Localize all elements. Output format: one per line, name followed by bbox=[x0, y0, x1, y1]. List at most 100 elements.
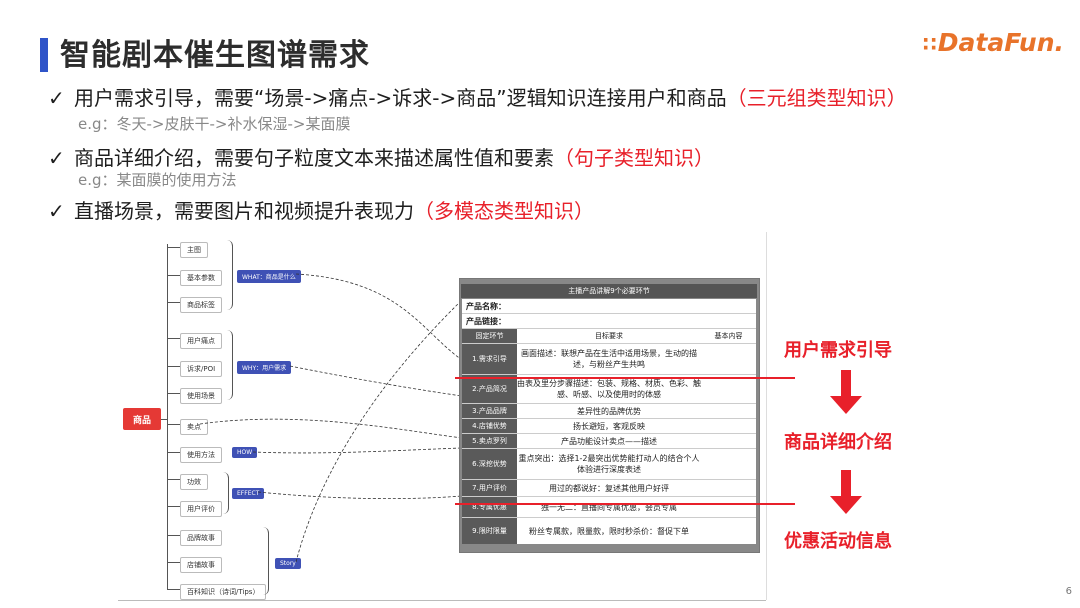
branch-line bbox=[167, 479, 180, 480]
node-use-scene: 使用场景 bbox=[180, 388, 222, 404]
row-req: 由表及里分步骤描述：包装、规格、材质、色彩、触感、听感、以及使用时的体感 bbox=[517, 379, 701, 399]
tag-effect: EFFECT bbox=[232, 488, 265, 499]
row-step: 6.深挖优势 bbox=[462, 449, 517, 479]
product-link-row: 产品链接： bbox=[462, 314, 756, 329]
branch-line bbox=[167, 562, 180, 563]
table-col-headers: 固定环节 目标要求 基本内容 bbox=[462, 329, 756, 344]
label-product-detail: 商品详细介绍 bbox=[784, 432, 892, 453]
separator-line-2 bbox=[455, 503, 795, 505]
branch-line bbox=[167, 247, 180, 248]
node-basic-params: 基本参数 bbox=[180, 270, 222, 286]
product-link-label: 产品链接： bbox=[466, 316, 506, 326]
col-header-req: 目标要求 bbox=[595, 331, 623, 340]
label-user-demand-guide: 用户需求引导 bbox=[784, 340, 892, 361]
label-promotion-info: 优惠活动信息 bbox=[784, 531, 892, 552]
check-icon: ✓ bbox=[48, 199, 65, 223]
col-header-content: 基本内容 bbox=[714, 332, 743, 340]
branch-line bbox=[167, 589, 180, 590]
row-req: 画面描述：联想产品在生活中适用场景，生动的描述，与粉丝产生共鸣 bbox=[521, 349, 697, 369]
row-req: 独一无二：直播间专属优惠，会员专属 bbox=[541, 502, 677, 512]
table-row: 7.用户评价 用过的都说好：复述其他用户好评 bbox=[462, 480, 756, 497]
down-arrow-icon bbox=[830, 370, 862, 414]
tag-why: WHY：用户需求 bbox=[237, 361, 292, 374]
connector-story bbox=[295, 299, 463, 563]
bullet-1-highlight: （三元组类型知识） bbox=[726, 86, 907, 110]
row-req: 重点突出：选择1-2最突出优势能打动人的结合个人体验进行深度表述 bbox=[518, 454, 700, 474]
row-req: 用过的都说好：复述其他用户好评 bbox=[549, 483, 669, 493]
row-step: 9.限时限量 bbox=[462, 518, 517, 544]
connector-how bbox=[252, 447, 463, 454]
bullet-1-text: 用户需求引导，需要“场景->痛点->诉求->商品”逻辑知识连接用户和商品 bbox=[74, 86, 727, 110]
node-selling-point: 卖点 bbox=[180, 419, 208, 435]
bullet-3: ✓ 直播场景，需要图片和视频提升表现力（多模态类型知识） bbox=[48, 195, 594, 224]
connector-effect bbox=[257, 491, 463, 500]
node-appeal-poi: 诉求/POI bbox=[180, 361, 223, 377]
bullet-1: ✓ 用户需求引导，需要“场景->痛点->诉求->商品”逻辑知识连接用户和商品（三元… bbox=[48, 82, 907, 111]
mindmap-trunk bbox=[167, 244, 168, 590]
node-user-pain: 用户痛点 bbox=[180, 333, 222, 349]
table-row: 3.产品品牌差异性的品牌优势 bbox=[462, 404, 756, 419]
mindmap-root: 商品 bbox=[123, 408, 161, 430]
node-encyclopedia: 百科知识（诗词/Tips） bbox=[180, 584, 267, 600]
diagram-frame bbox=[118, 232, 767, 600]
table-row: 2.产品简况由表及里分步骤描述：包装、规格、材质、色彩、触感、听感、以及使用时的… bbox=[462, 375, 756, 404]
row-step: 3.产品品牌 bbox=[462, 404, 517, 418]
example-1: e.g：冬天->皮肤干->补水保湿->某面膜 bbox=[78, 115, 351, 133]
bullet-2: ✓商品详细介绍，需要句子粒度文本来描述属性值和要素（句子类型知识） bbox=[48, 142, 714, 171]
product-name-label: 产品名称： bbox=[466, 301, 506, 311]
logo-text: DataFun. bbox=[937, 28, 1064, 57]
branch-line bbox=[167, 393, 180, 394]
mindmap-root-link bbox=[161, 419, 167, 420]
node-main-image: 主图 bbox=[180, 242, 208, 258]
row-step: 7.用户评价 bbox=[462, 480, 517, 496]
branch-line bbox=[167, 275, 180, 276]
table-row: 9.限时限量 粉丝专属款，限量款，限时秒杀价：督促下单 bbox=[462, 518, 756, 544]
page-number: 6 bbox=[1065, 586, 1072, 597]
row-step: 1.需求引导 bbox=[462, 344, 517, 374]
tag-story: Story bbox=[275, 558, 301, 569]
col-header-step: 固定环节 bbox=[462, 329, 517, 343]
bullet-2-text: 商品详细介绍，需要句子粒度文本来描述属性值和要素 bbox=[74, 146, 554, 170]
branch-line bbox=[167, 424, 180, 425]
row-step: 8.专属优惠 bbox=[462, 497, 517, 517]
row-step: 2.产品简况 bbox=[462, 375, 517, 403]
datafun-logo: ∷DataFun. bbox=[923, 28, 1064, 57]
branch-line bbox=[167, 452, 180, 453]
title-accent-bar bbox=[40, 38, 48, 72]
logo-dots: ∷ bbox=[922, 32, 937, 56]
check-icon: ✓ bbox=[48, 146, 65, 170]
connector-selling bbox=[199, 418, 463, 439]
row-req: 扬长避短，客观反映 bbox=[573, 421, 645, 431]
separator-line-1 bbox=[455, 377, 795, 379]
node-product-tags: 商品标签 bbox=[180, 297, 222, 313]
connector-why bbox=[289, 365, 463, 397]
bracket-effect bbox=[220, 472, 229, 514]
product-name-row: 产品名称： bbox=[462, 299, 756, 314]
branch-line bbox=[167, 535, 180, 536]
row-req: 粉丝专属款，限量款，限时秒杀价：督促下单 bbox=[529, 526, 689, 536]
down-arrow-icon bbox=[830, 470, 862, 514]
branch-line bbox=[167, 506, 180, 507]
table-header: 主播产品讲解9个必要环节 bbox=[461, 284, 757, 298]
node-usage-method: 使用方法 bbox=[180, 447, 222, 463]
row-req: 产品功能设计卖点——描述 bbox=[561, 436, 657, 446]
node-efficacy: 功效 bbox=[180, 474, 208, 490]
bottom-divider bbox=[118, 600, 766, 601]
table-row: 8.专属优惠 独一无二：直播间专属优惠，会员专属 bbox=[462, 497, 756, 518]
node-shop-story: 店铺故事 bbox=[180, 557, 222, 573]
check-icon: ✓ bbox=[48, 86, 65, 110]
table-row: 6.深挖优势重点突出：选择1-2最突出优势能打动人的结合个人体验进行深度表述 bbox=[462, 449, 756, 480]
bullet-3-text: 直播场景，需要图片和视频提升表现力 bbox=[74, 199, 414, 223]
branch-line bbox=[167, 338, 180, 339]
branch-line bbox=[167, 366, 180, 367]
bracket-what bbox=[224, 240, 233, 310]
table-row: 4.店铺优势 扬长避短，客观反映 bbox=[462, 419, 756, 434]
bullet-3-highlight: （多模态类型知识） bbox=[414, 199, 594, 223]
node-brand-story: 品牌故事 bbox=[180, 530, 222, 546]
row-step: 5.卖点罗列 bbox=[462, 434, 517, 448]
branch-line bbox=[167, 302, 180, 303]
tag-how: HOW bbox=[232, 447, 258, 458]
example-2: e.g：某面膜的使用方法 bbox=[78, 171, 237, 189]
row-step: 4.店铺优势 bbox=[462, 419, 517, 433]
bracket-why bbox=[224, 330, 233, 400]
